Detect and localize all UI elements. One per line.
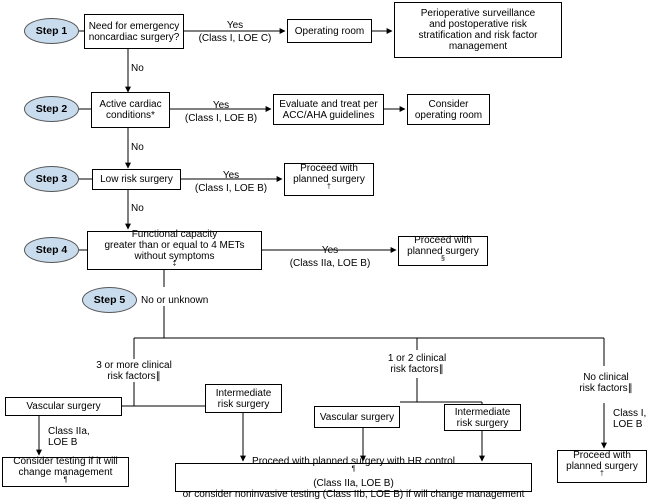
yes-1-class: (Class I, LOE C) xyxy=(198,33,272,44)
class-i-line-1: Class I, xyxy=(613,408,647,419)
yes-3-text: Yes xyxy=(222,170,240,181)
intermediate-mid-line-1: Intermediate xyxy=(454,406,511,418)
no-label-1: No xyxy=(131,63,144,74)
yes-label-4: Yes (Class IIa, LOE B) xyxy=(280,245,380,269)
step-4-badge: Step 4 xyxy=(24,237,79,263)
class-iia-line-2: LOE B xyxy=(48,437,78,448)
functional-line-3: without symptoms xyxy=(134,250,215,262)
consider-testing-box: Consider testing if it will change manag… xyxy=(2,455,129,487)
class-i-line-2: LOE B xyxy=(613,419,643,430)
proceed-hr-control-box: Proceed with planned surgery with HR con… xyxy=(175,456,532,500)
proceed-4-box: Proceed with planned surgery§ xyxy=(398,234,488,266)
functional-capacity-box: Functional capacity greater than or equa… xyxy=(87,228,262,270)
three-more-line-2: risk factors xyxy=(107,371,156,382)
proceed-4-line-1: Proceed with xyxy=(414,234,472,246)
one-two-line-2: risk factors xyxy=(390,364,439,375)
footnote-dagger-right: † xyxy=(600,470,604,478)
step-1-badge: Step 1 xyxy=(24,18,79,44)
active-cardiac-box: Active cardiac conditions* xyxy=(91,92,170,128)
functional-line-2: greater than or equal to 4 METs xyxy=(104,239,245,251)
no-label-2: No xyxy=(131,142,144,153)
footnote-double-dagger: ‡ xyxy=(172,260,177,268)
proceed-right-line-2: planned surgery xyxy=(566,461,638,472)
perioperative-line-1: Perioperative surveillance xyxy=(420,8,536,19)
proceed-3-box: Proceed with planned surgery† xyxy=(284,163,374,196)
no-or-unknown-label: No or unknown xyxy=(141,295,209,306)
class-iia-line-1: Class IIa, xyxy=(48,426,90,437)
consider-or-line-2: operating room xyxy=(414,109,483,121)
proceed-hr-line-1: Proceed with planned surgery with HR con… xyxy=(252,455,455,467)
consider-testing-line-1: Consider testing if it will xyxy=(13,455,118,467)
proceed-right-line-1: Proceed with xyxy=(573,450,631,461)
vascular-surgery-mid-box: Vascular surgery xyxy=(314,406,400,428)
evaluate-line-1: Evaluate and treat per xyxy=(279,98,378,110)
consider-or-line-1: Consider xyxy=(428,98,469,110)
intermediate-left-line-1: Intermediate xyxy=(215,387,272,399)
footnote-parallel-3: ∥ xyxy=(627,383,633,394)
proceed-hr-line-1-class: (Class IIa, LOE B) xyxy=(313,477,394,489)
proceed-3-line-1: Proceed with xyxy=(300,163,358,174)
yes-1-text: Yes xyxy=(226,20,244,31)
proceed-right-box: Proceed with planned surgery† xyxy=(557,450,647,483)
yes-3-class: (Class I, LOE B) xyxy=(194,183,268,194)
intermediate-mid-box: Intermediate risk surgery xyxy=(444,404,521,431)
step-2-badge: Step 2 xyxy=(24,96,79,122)
operating-room-box: Operating room xyxy=(287,19,372,43)
consider-or-box: Consider operating room xyxy=(407,94,490,125)
active-cardiac-line-2: conditions* xyxy=(106,110,155,121)
perioperative-line-2: and postoperative risk xyxy=(429,19,527,30)
functional-line-1: Functional capacity xyxy=(131,228,218,240)
step-3-badge: Step 3 xyxy=(24,166,79,192)
intermediate-mid-line-2: risk surgery xyxy=(456,417,509,429)
perioperative-box: Perioperative surveillance and postopera… xyxy=(394,2,562,58)
no-clinical-line-2: risk factors xyxy=(579,383,628,394)
vascular-surgery-left-box: Vascular surgery xyxy=(5,397,122,416)
three-more-line-1: 3 or more clinical xyxy=(96,360,172,371)
emergency-surgery-box: Need for emergency noncardiac surgery? xyxy=(84,14,184,49)
class-i-label: Class I, LOE B xyxy=(613,408,646,430)
no-clinical-line-1: No clinical xyxy=(583,372,629,383)
emergency-line-2: noncardiac surgery? xyxy=(88,31,180,43)
footnote-pilcrow: ¶ xyxy=(63,476,68,484)
proceed-3-line-2: planned surgery xyxy=(293,174,365,185)
consider-testing-line-2: change management xyxy=(18,466,113,478)
perioperative-line-4: management xyxy=(448,41,508,52)
class-iia-label: Class IIa, LOE B xyxy=(48,426,90,448)
step-5-badge: Step 5 xyxy=(82,287,137,313)
footnote-parallel-1: ∥ xyxy=(155,371,161,382)
footnote-parallel-2: ∥ xyxy=(438,364,444,375)
intermediate-left-box: Intermediate risk surgery xyxy=(205,384,282,413)
one-two-line-1: 1 or 2 clinical xyxy=(387,353,447,364)
proceed-hr-line-2: or consider noninvasive testing (Class I… xyxy=(182,488,525,500)
yes-label-2: Yes (Class I, LOE B) xyxy=(176,100,266,124)
yes-label-1: Yes (Class I, LOE C) xyxy=(190,20,280,44)
one-or-two-label: 1 or 2 clinical risk factors∥ xyxy=(369,353,465,375)
proceed-4-line-2: planned surgery xyxy=(407,245,479,257)
emergency-line-1: Need for emergency xyxy=(88,20,180,32)
perioperative-line-3: stratification and risk factor xyxy=(418,30,538,41)
yes-2-text: Yes xyxy=(212,100,230,111)
yes-4-text: Yes xyxy=(321,245,339,256)
footnote-dagger: † xyxy=(327,183,331,191)
active-cardiac-line-1: Active cardiac xyxy=(99,99,162,110)
no-label-3: No xyxy=(131,203,144,214)
no-clinical-label: No clinical risk factors∥ xyxy=(568,372,644,394)
three-or-more-label: 3 or more clinical risk factors∥ xyxy=(84,360,184,382)
evaluate-treat-box: Evaluate and treat per ACC/AHA guideline… xyxy=(273,94,384,125)
yes-2-class: (Class I, LOE B) xyxy=(184,113,258,124)
footnote-section: § xyxy=(441,255,445,263)
intermediate-left-line-2: risk surgery xyxy=(217,398,270,410)
yes-label-3: Yes (Class I, LOE B) xyxy=(186,170,276,194)
footnote-pilcrow-hr: ¶ xyxy=(351,465,356,473)
low-risk-box: Low risk surgery xyxy=(92,169,181,190)
yes-4-class: (Class IIa, LOE B) xyxy=(289,258,371,269)
evaluate-line-2: ACC/AHA guidelines xyxy=(282,109,375,121)
